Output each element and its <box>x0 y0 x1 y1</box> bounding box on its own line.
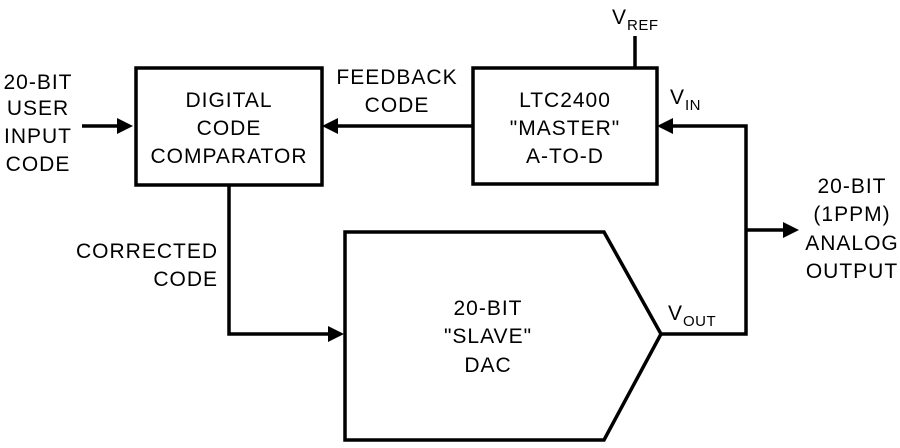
adc-label-3: A-TO-D <box>526 145 604 168</box>
vout-label: VOUT <box>668 302 716 330</box>
user-input-label-4: CODE <box>6 153 71 176</box>
comparator-label-1: DIGITAL <box>185 89 272 112</box>
adc-label-1: LTC2400 <box>519 89 611 112</box>
vref-label: VREF <box>612 6 659 34</box>
user-input-label-2: USER <box>7 97 69 120</box>
feedback-label-1: FEEDBACK <box>336 66 457 89</box>
digital-code-comparator-block <box>134 66 324 187</box>
comparator-label-3: COMPARATOR <box>150 145 307 168</box>
vin-main: V <box>670 86 685 109</box>
output-label-1: 20-BIT <box>817 175 886 198</box>
dac-label-1: 20-BIT <box>453 297 522 320</box>
adc-label-2: "MASTER" <box>510 117 620 140</box>
output-label-2: (1PPM) <box>813 203 890 226</box>
user-input-label-1: 20-BIT <box>3 71 72 94</box>
feedback-label-2: CODE <box>365 94 430 117</box>
vout-sub: OUT <box>683 313 716 330</box>
vref-sub: REF <box>627 17 659 34</box>
ltc2400-adc-block <box>471 66 659 186</box>
dac-label-3: DAC <box>464 354 511 377</box>
comparator-label-2: CODE <box>197 117 262 140</box>
corrected-wire <box>227 185 330 336</box>
input-arrow <box>117 118 133 134</box>
vout-main: V <box>668 302 683 325</box>
slave-dac-block <box>343 230 663 442</box>
user-input-label-3: INPUT <box>4 125 72 148</box>
vin-label: VIN <box>670 86 701 114</box>
corrected-arrow <box>328 326 344 342</box>
vin-arrow <box>657 118 673 134</box>
vref-main: V <box>612 6 627 29</box>
corrected-label-1: CORRECTED <box>76 240 218 263</box>
corrected-label-2: CODE <box>153 268 218 291</box>
output-label-4: OUTPUT <box>806 260 898 283</box>
dac-label-2: "SLAVE" <box>444 325 532 348</box>
output-arrow <box>783 222 799 238</box>
output-label-3: ANALOG <box>805 232 899 255</box>
feedback-arrow <box>322 118 338 134</box>
vin-sub: IN <box>685 97 701 114</box>
